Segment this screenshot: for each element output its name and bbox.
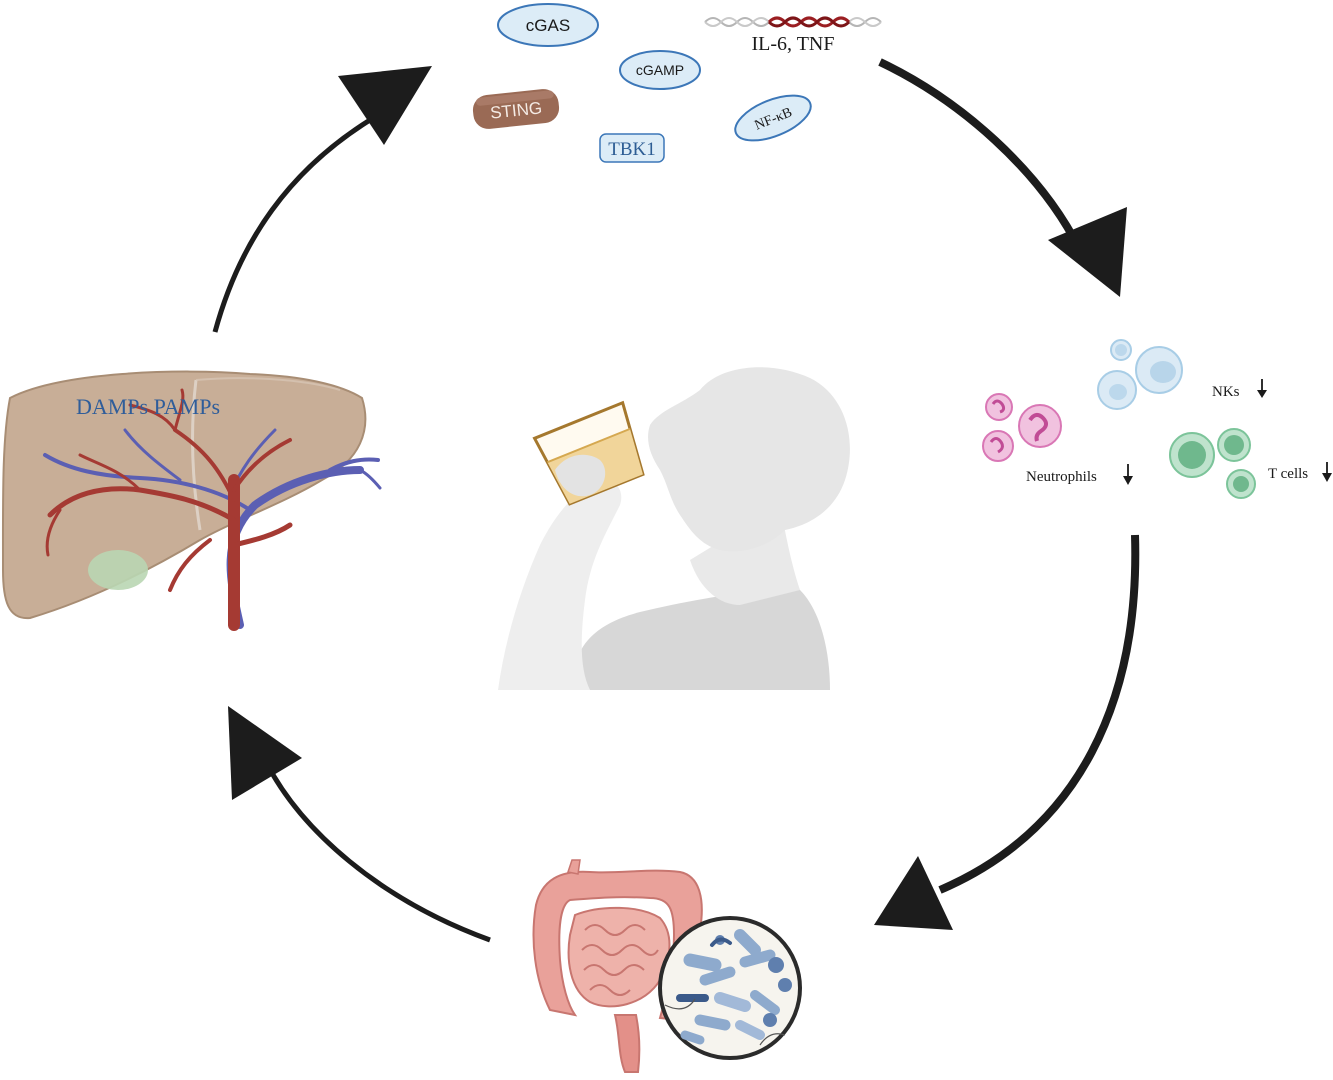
- cytokines-label: IL-6, TNF: [752, 33, 835, 55]
- cycle-arrow-icon-molecules-to-cells: [878, 58, 1127, 297]
- down-arrow-icon-tcells: [1322, 462, 1332, 482]
- rectum: [613, 1014, 641, 1073]
- neutrophil-cell-icon-group: [982, 393, 1062, 462]
- t-cell-icon-group: [1169, 428, 1256, 499]
- dna-helix-icon: [704, 16, 882, 28]
- nfkb-molecule: NF-κB: [734, 94, 812, 142]
- nks-label: NKs: [1212, 384, 1240, 400]
- cgas-molecule: cGAS: [497, 3, 599, 47]
- cycle-arrow-icon-gut-to-liver: [228, 706, 491, 943]
- sting-molecule: STING: [472, 89, 560, 129]
- person-head: [648, 367, 850, 552]
- down-arrow-icon-neutrophils: [1123, 464, 1133, 485]
- person-shirt: [572, 589, 830, 690]
- immune-cells: NKs Neutrophils T cells: [982, 339, 1332, 499]
- cgamp-label: cGAMP: [636, 62, 684, 78]
- liver-damps-pamps-label: DAMPs PAMPs: [76, 394, 220, 419]
- liver-icon: DAMPs PAMPs: [1, 370, 382, 631]
- person-hand: [555, 454, 606, 497]
- esophagus-stub: [567, 859, 581, 875]
- bacteria-magnifier-icon: [658, 916, 802, 1060]
- hepatic-arteries: [45, 388, 293, 631]
- tcells-label: T cells: [1268, 466, 1308, 482]
- cycle-arrow-icon-liver-to-molecules: [212, 66, 432, 333]
- cycle-arrow-icon-cells-to-gut: [874, 534, 1140, 930]
- drinking-person-icon: [498, 367, 850, 690]
- cocci: [715, 935, 792, 1027]
- person-arm: [498, 479, 622, 690]
- down-arrow-icon-nks: [1257, 379, 1267, 398]
- cycle-arrows: [212, 58, 1140, 943]
- small-intestine: [567, 906, 671, 1008]
- intestine-folds: [581, 924, 659, 996]
- cgas-label: cGAS: [526, 16, 570, 35]
- gallbladder-shape: [88, 550, 148, 590]
- neutrophils-label: Neutrophils: [1026, 469, 1097, 485]
- nk-cell-icon-group: [1097, 339, 1183, 410]
- molecule-cluster: cGAS cGAMP STING TBK1 NF-κB IL-6, TNF: [472, 3, 882, 163]
- tbk1-label: TBK1: [608, 139, 656, 160]
- tbk1-molecule: TBK1: [599, 133, 665, 163]
- cgamp-molecule: cGAMP: [619, 50, 701, 90]
- bacteria-cells: [676, 929, 780, 1045]
